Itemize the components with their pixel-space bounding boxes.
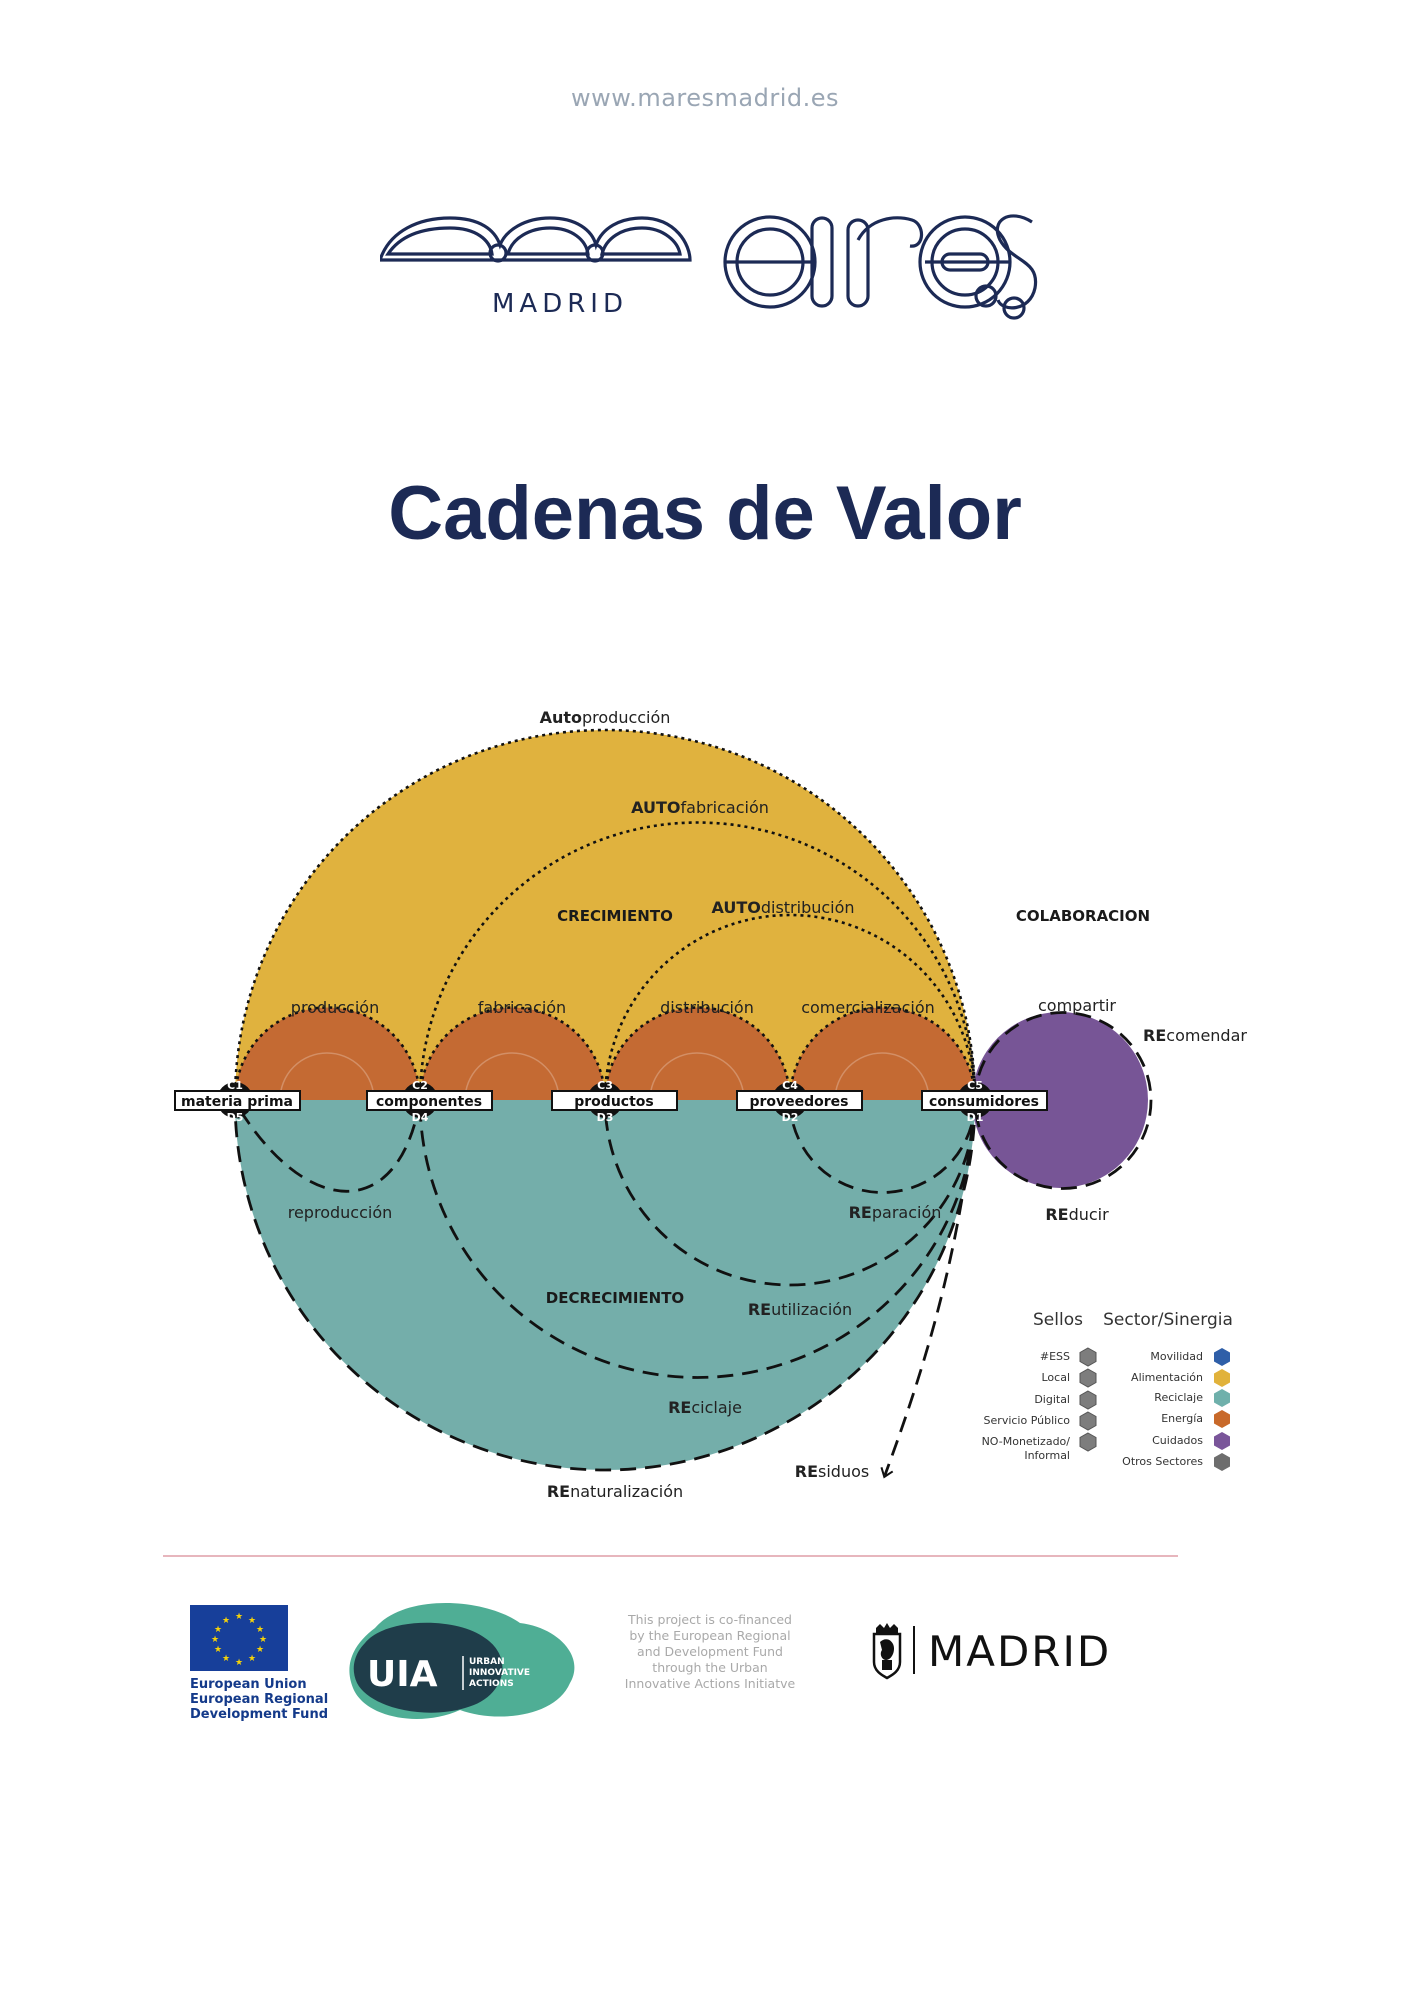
label-distribucion: distribución xyxy=(660,998,754,1017)
value-chain-diagram: materia prima componentes productos prov… xyxy=(174,708,1247,1501)
node-code-d2: D2 xyxy=(782,1111,799,1124)
legend-sellos-title: Sellos xyxy=(1033,1310,1083,1330)
svg-text:★: ★ xyxy=(222,1654,230,1664)
label-residuos: REsiduos xyxy=(795,1462,869,1481)
digital-icon xyxy=(1079,1390,1097,1410)
sector-swatch-alimentacion xyxy=(1214,1369,1230,1387)
legend-sector-cuidados: Cuidados xyxy=(1152,1434,1203,1447)
node-code-c2: C2 xyxy=(412,1079,428,1092)
legend-sector-movilidad: Movilidad xyxy=(1150,1350,1203,1363)
label-reproduccion: reproducción xyxy=(288,1203,393,1222)
legend-sello-digital: Digital xyxy=(1034,1393,1070,1406)
node-code-c3: C3 xyxy=(597,1079,613,1092)
label-recomendar: REcomendar xyxy=(1143,1026,1247,1045)
uia-logo: UIA URBAN INNOVATIVE ACTIONS xyxy=(349,1603,575,1719)
svg-text:★: ★ xyxy=(235,1612,243,1622)
label-compartir: compartir xyxy=(1038,996,1116,1015)
eu-fund-text: European Union European Regional Develop… xyxy=(190,1677,329,1722)
sector-swatch-otros xyxy=(1214,1453,1230,1471)
label-autofabricacion: AUTOfabricación xyxy=(631,798,769,817)
label-autoproduccion: Autoproducción xyxy=(540,708,671,727)
node-label-componentes: componentes xyxy=(376,1094,482,1110)
website-url[interactable]: www.maresmadrid.es xyxy=(571,84,839,112)
label-autodistribucion: AUTOdistribución xyxy=(711,898,854,917)
sector-swatch-reciclaje xyxy=(1214,1389,1230,1407)
svg-text:★: ★ xyxy=(256,1645,264,1655)
non-monetized-icon xyxy=(1079,1432,1097,1452)
sector-swatch-movilidad xyxy=(1214,1348,1230,1366)
node-code-c5: C5 xyxy=(967,1079,983,1092)
node-code-c4: C4 xyxy=(782,1079,798,1092)
node-code-d1: D1 xyxy=(967,1111,984,1124)
svg-text:★: ★ xyxy=(259,1635,267,1645)
node-code-d3: D3 xyxy=(597,1111,614,1124)
svg-text:★: ★ xyxy=(248,1616,256,1626)
label-reparacion: REparación xyxy=(849,1203,942,1222)
node-code-c1: C1 xyxy=(227,1079,243,1092)
region-decrecimiento: DECRECIMIENTO xyxy=(546,1289,684,1307)
svg-text:URBAN: URBAN xyxy=(469,1657,505,1667)
svg-text:★: ★ xyxy=(214,1625,222,1635)
legend-sello-local: Local xyxy=(1041,1371,1070,1384)
label-reciclaje: REciclaje xyxy=(668,1398,742,1417)
logo-subtitle: MADRID xyxy=(492,289,628,319)
decrecimiento-area xyxy=(235,1100,975,1470)
ess-icon xyxy=(1079,1347,1097,1367)
uia-mark: UIA xyxy=(367,1654,438,1695)
svg-text:★: ★ xyxy=(211,1635,219,1645)
label-reutilizacion: REutilización xyxy=(748,1300,852,1319)
legend-sello-servicio-publico: Servicio Público xyxy=(984,1414,1071,1427)
label-produccion: producción xyxy=(291,998,379,1017)
label-reducir: REducir xyxy=(1045,1205,1109,1224)
label-renaturalizacion: REnaturalización xyxy=(547,1482,683,1501)
label-comercializacion: comercialización xyxy=(801,998,935,1017)
node-label-productos: productos xyxy=(574,1094,653,1110)
page-title: Cadenas de Valor xyxy=(388,471,1022,556)
node-label-materia-prima: materia prima xyxy=(181,1094,293,1110)
public-service-icon xyxy=(1079,1411,1097,1431)
eu-flag-logo: ★★★ ★★★ ★★★ ★★★ xyxy=(190,1605,288,1671)
label-fabricacion: fabricación xyxy=(478,998,566,1017)
madrid-wordmark: MADRID xyxy=(928,1627,1111,1676)
sector-swatch-cuidados xyxy=(1214,1432,1230,1450)
local-icon xyxy=(1079,1368,1097,1388)
svg-text:ACTIONS: ACTIONS xyxy=(469,1679,514,1689)
mares-madrid-logo: MADRID xyxy=(380,214,1038,320)
madrid-city-logo: MADRID xyxy=(872,1623,1111,1680)
sector-swatch-energia xyxy=(1214,1410,1230,1428)
node-code-d5: D5 xyxy=(227,1111,244,1124)
comercializacion-area xyxy=(790,1007,975,1100)
region-crecimiento: CRECIMIENTO xyxy=(557,907,673,925)
legend: Sellos Sector/Sinergia #ESS Local Digita… xyxy=(982,1310,1233,1471)
cofinanced-text: This project is co-financed by the Europ… xyxy=(624,1612,796,1691)
produccion-area xyxy=(235,1007,420,1100)
svg-text:★: ★ xyxy=(256,1625,264,1635)
svg-text:★: ★ xyxy=(235,1658,243,1668)
legend-sector-alimentacion: Alimentación xyxy=(1131,1371,1203,1384)
node-label-proveedores: proveedores xyxy=(749,1094,848,1110)
distribucion-area xyxy=(605,1007,790,1100)
svg-text:★: ★ xyxy=(222,1616,230,1626)
svg-text:★: ★ xyxy=(248,1654,256,1664)
legend-sector-reciclaje: Reciclaje xyxy=(1154,1391,1203,1404)
eu-stars-icon: ★★★ ★★★ ★★★ ★★★ xyxy=(211,1612,267,1668)
legend-sello-informal: Informal xyxy=(1024,1449,1070,1462)
legend-sector-otros: Otros Sectores xyxy=(1122,1455,1203,1468)
region-colaboracion: COLABORACION xyxy=(1016,907,1150,925)
crecimiento-area xyxy=(235,730,975,1100)
colaboracion-area xyxy=(972,1012,1148,1188)
legend-sello-no-monetizado: NO-Monetizado/ xyxy=(982,1435,1071,1448)
legend-sector-energia: Energía xyxy=(1161,1412,1203,1425)
svg-text:INNOVATIVE: INNOVATIVE xyxy=(469,1668,530,1678)
node-label-consumidores: consumidores xyxy=(929,1094,1039,1110)
madrid-coat-of-arms-icon xyxy=(872,1623,902,1680)
footer-divider xyxy=(163,1555,1178,1557)
svg-text:★: ★ xyxy=(214,1645,222,1655)
node-code-d4: D4 xyxy=(412,1111,429,1124)
legend-sello-ess: #ESS xyxy=(1040,1350,1070,1363)
legend-sector-title: Sector/Sinergia xyxy=(1103,1310,1233,1330)
fabricacion-area xyxy=(420,1007,605,1100)
